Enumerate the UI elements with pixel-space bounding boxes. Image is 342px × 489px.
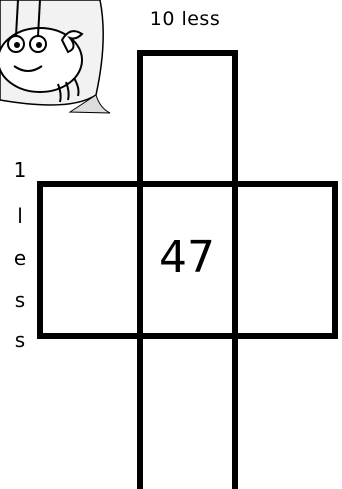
side-label-char: s (12, 288, 28, 312)
side-label-char: l (12, 204, 28, 228)
side-label-char: 1 (12, 158, 28, 182)
center-value: 47 (143, 232, 231, 283)
top-cell[interactable] (137, 50, 238, 187)
side-label-char: s (12, 328, 28, 352)
top-label: 10 less (140, 8, 230, 30)
side-label-char: e (12, 246, 28, 270)
crab-cartoon-icon (0, 0, 115, 120)
bottom-cell[interactable] (137, 333, 238, 489)
